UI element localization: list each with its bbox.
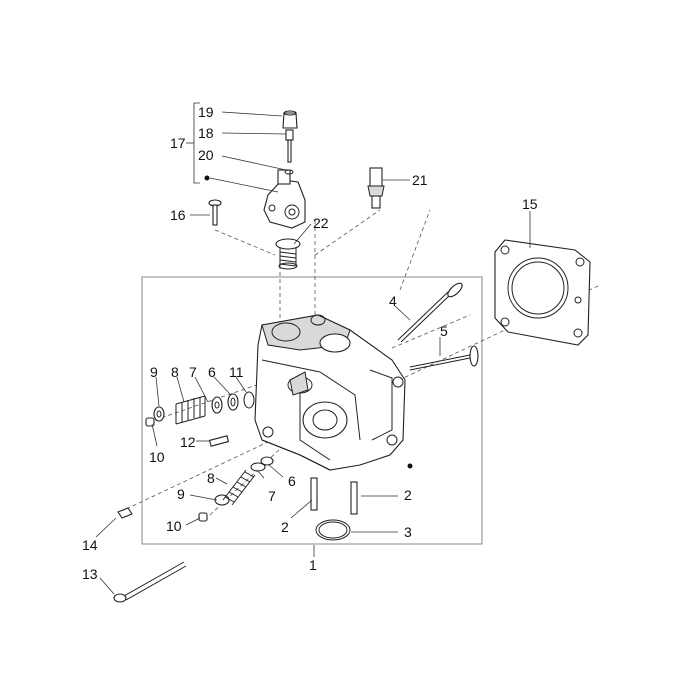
callout-20: 20 — [198, 147, 214, 163]
reference-dot-lower — [407, 463, 413, 469]
oil-seal-6a — [227, 393, 239, 411]
o-ring-3 — [315, 519, 351, 541]
callout-6-upper: 6 — [208, 364, 216, 380]
callout-10-upper: 10 — [149, 449, 165, 465]
valve-5 — [409, 345, 479, 371]
stud-2-right — [350, 481, 358, 515]
bleed-cap — [282, 110, 298, 129]
callout-17: 17 — [170, 135, 186, 151]
spring-cap-9a — [153, 406, 165, 422]
callout-2-right: 2 — [404, 487, 412, 503]
stud-2-left — [310, 477, 318, 511]
callout-3: 3 — [404, 524, 412, 540]
callout-7-upper: 7 — [189, 364, 197, 380]
callout-5: 5 — [440, 323, 448, 339]
cylinder-head — [254, 314, 406, 471]
callout-8-lower: 8 — [207, 470, 215, 486]
bleed-screw — [285, 129, 294, 163]
screw-16 — [208, 199, 222, 226]
valve-cotter-10a — [145, 417, 155, 427]
callout-9-lower: 9 — [177, 486, 185, 502]
callout-7-lower: 7 — [268, 488, 276, 504]
callout-9-upper: 9 — [150, 364, 158, 380]
reference-dot-upper — [204, 175, 210, 181]
assembly-frame — [141, 276, 483, 545]
spring-8b — [222, 469, 256, 506]
callout-16: 16 — [170, 207, 186, 223]
callout-4: 4 — [389, 293, 397, 309]
callout-2-left: 2 — [281, 519, 289, 535]
oil-seal-6b — [260, 456, 274, 466]
dowel-14 — [117, 507, 133, 519]
leader-lines — [95, 111, 531, 595]
callout-11: 11 — [229, 364, 244, 380]
washer-20 — [284, 169, 294, 175]
callout-6-lower: 6 — [288, 473, 296, 489]
spring-8a — [175, 395, 206, 425]
callout-8-upper: 8 — [171, 364, 179, 380]
o-ring-11 — [243, 391, 255, 409]
callout-18: 18 — [198, 125, 214, 141]
callout-14: 14 — [82, 537, 98, 553]
callout-21: 21 — [412, 172, 428, 188]
thermostat-22 — [275, 238, 301, 270]
callout-19: 19 — [198, 104, 214, 120]
cylinder-head-gasket — [494, 239, 591, 346]
head-bolt-13 — [113, 561, 187, 603]
callout-10-lower: 10 — [166, 518, 182, 534]
callout-labels: 1 2 2 3 4 5 6 6 7 7 8 8 9 9 10 10 11 12 … — [82, 104, 538, 582]
callout-13: 13 — [82, 566, 98, 582]
spring-seat-7a — [211, 396, 223, 414]
spring-cap-9b — [214, 494, 230, 506]
callout-1: 1 — [309, 557, 317, 573]
pin-12 — [208, 435, 230, 447]
callout-15: 15 — [522, 196, 538, 212]
valve-4 — [397, 282, 463, 343]
thermostat-housing — [263, 169, 306, 229]
temp-sensor-21 — [367, 167, 385, 209]
callout-12: 12 — [180, 434, 196, 450]
callout-22: 22 — [313, 215, 329, 231]
valve-cotter-10b — [198, 512, 208, 522]
